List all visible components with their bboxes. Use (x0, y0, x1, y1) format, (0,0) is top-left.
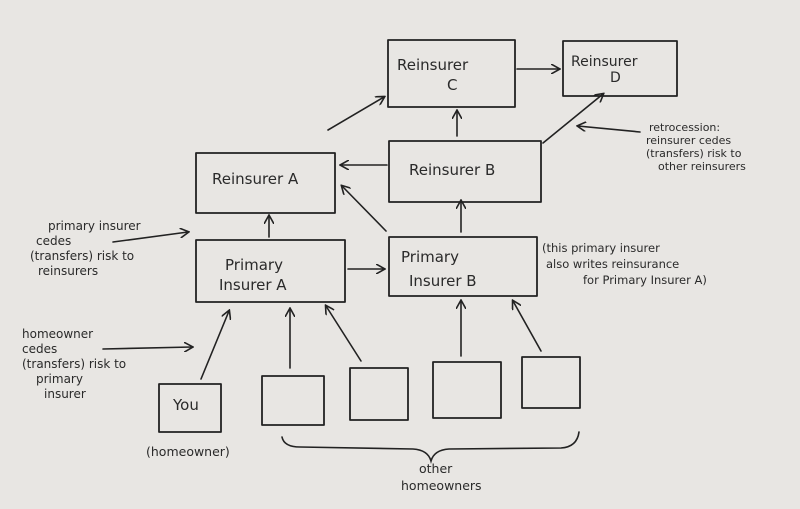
primary-b-note: (this primary insurer also writes reinsu… (542, 241, 707, 287)
other-homeowners-label: other homeowners (401, 461, 482, 493)
homeowner-cedes-note: homeowner cedes (transfers) risk to prim… (22, 327, 130, 401)
reinsurer-d-box (562, 40, 678, 97)
primary-insurer-b-label: Primary Insurer B (401, 248, 477, 290)
primary-insurer-a-box (195, 239, 346, 303)
retrocession-note: retrocession: reinsurer cedes (transfers… (646, 121, 746, 173)
arrow-primary-cedes-note (112, 232, 188, 243)
you-label: You (172, 396, 199, 414)
arrow-h4-to-pb (513, 301, 542, 352)
reinsurer-a-label: Reinsurer A (212, 170, 299, 188)
homeowner-box-2 (349, 367, 409, 421)
arrow-a-to-c (327, 97, 384, 131)
arrow-pb-to-ra (342, 186, 387, 232)
reinsurer-d-label: Reinsurer D (571, 54, 642, 86)
arrow-retrocession-note (578, 126, 641, 133)
reinsurer-c-label: Reinsurer C (397, 56, 473, 94)
arrow-homeowner-cedes-note (102, 347, 192, 349)
reinsurer-b-label: Reinsurer B (409, 161, 495, 179)
reinsurer-a-box (195, 152, 336, 214)
arrow-b-to-d (542, 94, 603, 144)
homeowner-label: (homeowner) (146, 444, 230, 459)
primary-insurer-a-label: Primary Insurer A (219, 256, 288, 294)
you-box (158, 383, 222, 433)
primary-insurer-b-box (388, 236, 538, 297)
reinsurer-c-box (387, 39, 516, 108)
other-homeowners-brace (281, 431, 580, 465)
arrow-you-to-pa (200, 311, 229, 380)
homeowner-box-3 (432, 361, 502, 419)
homeowner-box-4 (521, 356, 581, 409)
homeowner-box-1 (261, 375, 325, 426)
arrow-h2-to-pa (326, 306, 362, 362)
primary-cedes-note: primary insurer cedes (transfers) risk t… (30, 219, 144, 278)
